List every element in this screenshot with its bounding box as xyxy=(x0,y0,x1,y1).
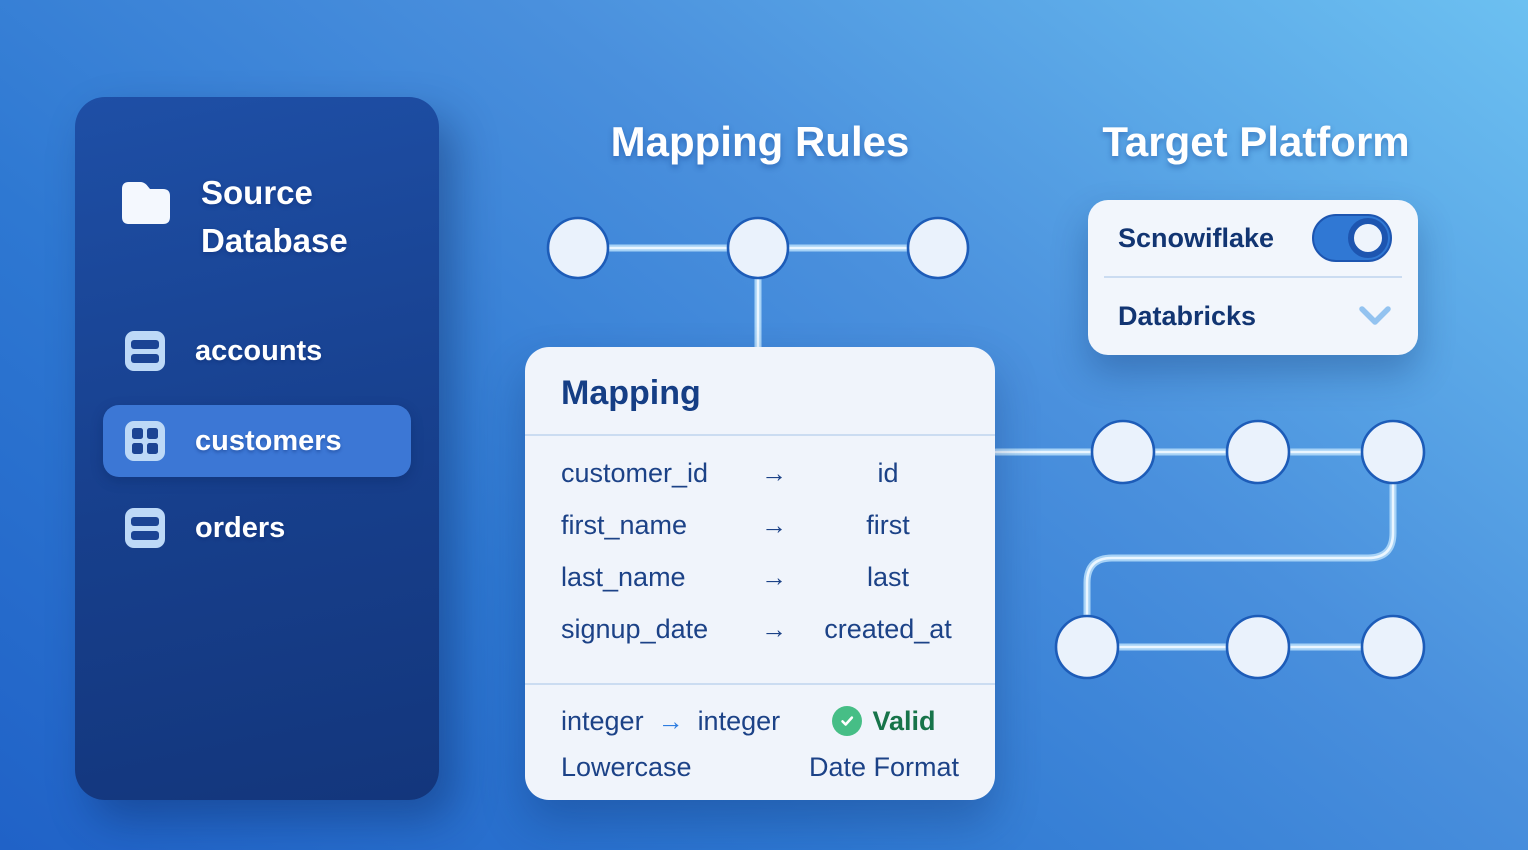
transform-rule: Date Format xyxy=(809,744,959,790)
sidebar-item-label: accounts xyxy=(195,334,323,367)
pipeline-node-4 xyxy=(1054,614,1120,680)
target-field: id xyxy=(877,457,899,488)
arrow-right-icon: → xyxy=(761,457,787,488)
type-source: integer xyxy=(561,705,644,736)
arrow-right-icon: → xyxy=(761,561,787,592)
mapping-rows: customer_id → id first_name → first last… xyxy=(525,434,995,655)
transform-label: Lowercase xyxy=(561,751,692,782)
transform-label: Date Format xyxy=(808,751,959,782)
source-field: customer_id xyxy=(561,457,709,488)
pipeline-nodes xyxy=(1054,419,1426,680)
target-field: last xyxy=(866,561,910,592)
platform-option-databricks[interactable]: Databricks xyxy=(1088,278,1418,354)
mapping-row: customer_id → id xyxy=(561,447,959,499)
table-grid-icon xyxy=(125,421,165,461)
chevron-down-icon[interactable] xyxy=(1358,305,1392,327)
rule-nodes xyxy=(546,216,970,280)
footer-left-column: integer → integer Lowercase xyxy=(561,698,780,800)
toggle-knob xyxy=(1348,217,1388,258)
mapping-row: signup_date → created_at xyxy=(561,603,959,655)
mapping-card-title: Mapping xyxy=(561,374,701,412)
pipeline-node-6 xyxy=(1360,614,1426,680)
status-badge: Valid xyxy=(872,705,936,736)
divider xyxy=(1104,276,1402,278)
snowflake-toggle[interactable] xyxy=(1312,214,1392,262)
sidebar-item-accounts[interactable]: accounts xyxy=(103,315,411,387)
validation-status: Valid xyxy=(832,698,935,744)
source-field: first_name xyxy=(561,509,688,540)
target-platform-title: Target Platform xyxy=(1102,118,1410,165)
mapping-rules-title: Mapping Rules xyxy=(610,118,910,165)
table-rows-icon xyxy=(125,508,165,548)
type-rule: integer → integer xyxy=(561,698,780,744)
folder-icon xyxy=(122,182,170,224)
sidebar-header: Source Database xyxy=(119,169,411,265)
rule-node-1 xyxy=(546,216,610,280)
target-field: created_at xyxy=(824,613,952,644)
type-target: integer xyxy=(697,705,781,736)
arrow-right-icon: → xyxy=(761,509,787,540)
arrow-right-icon: → xyxy=(761,613,787,644)
mapping-row: first_name → first xyxy=(561,499,959,551)
platform-option-snowflake[interactable]: Scnowiflake xyxy=(1088,200,1418,276)
check-circle-icon xyxy=(832,706,863,736)
target-field: first xyxy=(866,509,910,540)
sidebar-item-customers[interactable]: customers xyxy=(103,405,411,477)
transform-rule: Lowercase xyxy=(561,744,780,790)
sidebar-item-label: customers xyxy=(195,424,342,457)
rule-node-3 xyxy=(906,216,970,280)
mapping-card-footer: integer → integer Lowercase Valid xyxy=(525,683,995,800)
footer-right-column: Valid Date Format xyxy=(809,698,959,800)
pipeline-node-3 xyxy=(1360,419,1426,485)
platform-label: Scnowiflake xyxy=(1118,222,1275,253)
rule-node-2 xyxy=(726,216,790,280)
pipeline-node-5 xyxy=(1225,614,1291,680)
platform-label: Databricks xyxy=(1118,300,1257,331)
table-rows-icon xyxy=(125,331,165,371)
target-platform-card: Scnowiflake Databricks xyxy=(1088,200,1418,355)
pipeline-node-1 xyxy=(1090,419,1156,485)
mapping-card: Mapping customer_id → id first_name → fi… xyxy=(525,347,995,800)
mapping-row: last_name → last xyxy=(561,551,959,603)
pipeline-node-2 xyxy=(1225,419,1291,485)
sidebar-item-orders[interactable]: orders xyxy=(103,492,411,564)
source-field: last_name xyxy=(561,561,686,592)
sidebar-item-label: orders xyxy=(195,511,286,544)
sidebar-title: Source Database xyxy=(201,174,348,259)
arrow-right-icon: → xyxy=(657,705,684,736)
source-database-panel: Source Database accounts customers order… xyxy=(75,97,439,800)
source-field: signup_date xyxy=(561,613,709,644)
